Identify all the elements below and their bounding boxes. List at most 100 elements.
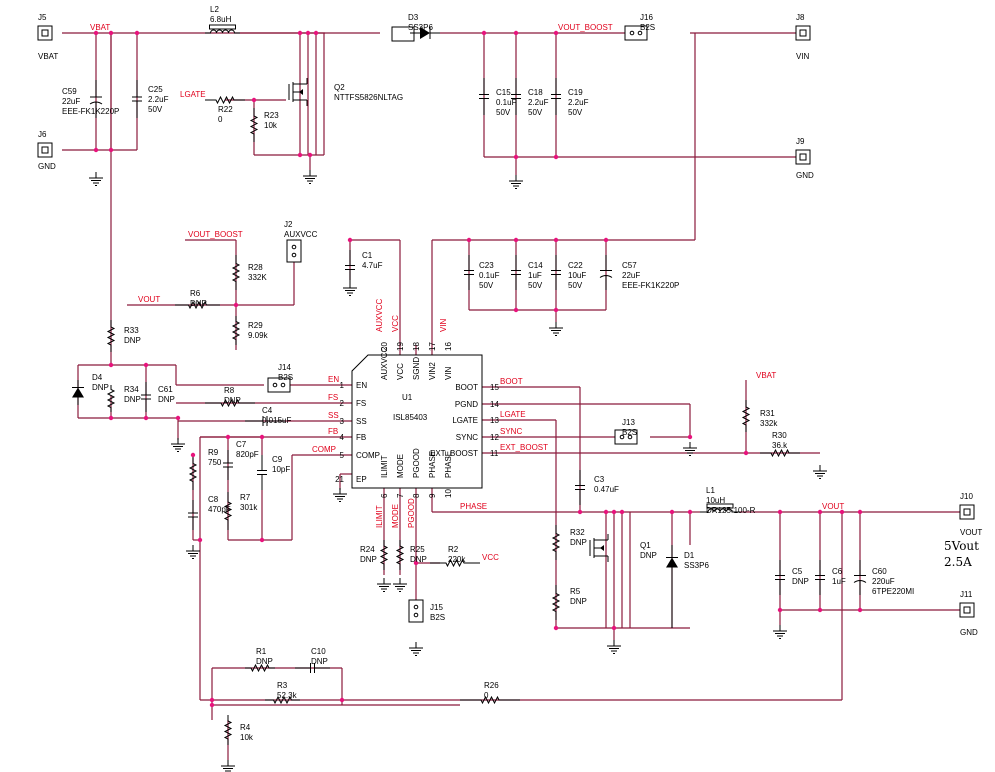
component-extra: 50V: [528, 281, 543, 290]
junction-dot: [93, 147, 99, 153]
ic-pin-number: 14: [490, 400, 499, 409]
junction-dot: [108, 30, 114, 36]
ground-symbol: [549, 322, 563, 336]
junction-dot: [669, 509, 675, 515]
mosfet-arrow: [600, 545, 604, 551]
capacitor-symbol: [141, 382, 151, 412]
ic-pin-number: 18: [412, 342, 421, 351]
component-value: 0.1uF: [479, 271, 500, 280]
ic-pin-name: LGATE: [452, 416, 478, 425]
component-extra: EEE-FK1K220P: [622, 281, 679, 290]
component-ref: R23: [264, 111, 279, 120]
ic-pin-name: SGND: [412, 357, 421, 380]
ground-symbol: [221, 760, 235, 772]
ic-pin-number: 9: [428, 493, 437, 498]
net-label: VBAT: [756, 371, 776, 380]
junction-dot: [553, 625, 559, 631]
ic-pin-number: 3: [340, 417, 345, 426]
inductor-symbol: [700, 508, 740, 513]
resistor-symbol: [188, 455, 198, 490]
ic-pin-name: AUXVCC: [380, 346, 389, 380]
component-ref: R33: [124, 326, 139, 335]
component-ref: C1: [362, 251, 373, 260]
component-ref: R22: [218, 105, 233, 114]
component-value: 820pF: [236, 450, 259, 459]
net-label: VOUT_BOOST: [188, 230, 243, 239]
inductor-core: [209, 24, 236, 30]
component-value: DNP: [92, 383, 109, 392]
ic-pin-number: 21: [335, 475, 344, 484]
junction-dot: [553, 154, 559, 160]
ic-pin-number: 5: [340, 451, 345, 460]
ground-symbol: [89, 172, 103, 186]
junction-dot: [93, 30, 99, 36]
component-ref: C4: [262, 406, 273, 415]
resistor-symbol: [175, 300, 220, 310]
junction-dot: [190, 452, 196, 458]
component-extra: 50V: [496, 108, 511, 117]
capacitor-symbol: [295, 663, 330, 673]
inductor-symbol: [205, 29, 240, 34]
component-value: 10pF: [272, 465, 290, 474]
junction-dot: [513, 237, 519, 243]
component-value: 750: [208, 458, 222, 467]
junction-dot: [777, 509, 783, 515]
component-value: 220k: [448, 555, 466, 564]
wires: [62, 32, 960, 760]
net-label: LGATE: [500, 410, 526, 419]
connector-symbol: [795, 149, 811, 165]
connector-ref: J9: [796, 137, 805, 146]
junction-dot: [108, 415, 114, 421]
connector-label: VOUT: [960, 528, 982, 537]
resistor-symbol: [430, 558, 480, 568]
component-value: 22uF: [622, 271, 640, 280]
component-value: DNP: [640, 551, 657, 560]
component-value: DNP: [124, 395, 141, 404]
component-ref: D1: [684, 551, 695, 560]
connector-symbol: [37, 25, 53, 41]
component-ref: Q1: [640, 541, 651, 550]
component-value: DNP: [570, 597, 587, 606]
capacitor-symbol: [223, 450, 233, 480]
ic-pin-number: 11: [490, 449, 499, 458]
ground-symbol: [377, 578, 391, 592]
junction-dot: [603, 237, 609, 243]
component-value: 0: [218, 115, 223, 124]
resistor-symbol: [205, 398, 255, 408]
net-label: PGOOD: [407, 498, 416, 528]
junction-dot: [143, 362, 149, 368]
connector-label: VBAT: [38, 52, 58, 61]
diode-symbol: [666, 557, 678, 568]
capacitor-symbol: [551, 78, 561, 115]
capacitor-symbol: [345, 250, 355, 285]
component-value: 0.1uF: [496, 98, 517, 107]
net-label: MODE: [391, 504, 400, 528]
component-ref: C5: [792, 567, 803, 576]
junction-dot: [553, 30, 559, 36]
net-label: LGATE: [180, 90, 206, 99]
ic-pin-name: BOOT: [455, 383, 478, 392]
net-label: ILIMIT: [375, 505, 384, 528]
resistor-symbol: [106, 320, 116, 352]
ic-pin-number: 1: [340, 381, 345, 390]
resistor-symbol: [223, 715, 233, 745]
component-ref: R30: [772, 431, 787, 440]
junction-dot: [197, 537, 203, 543]
ground-symbol: [607, 640, 621, 654]
component-ref: C8: [208, 495, 219, 504]
component-extra: 50V: [568, 281, 583, 290]
ic-pin-name: VIN2: [428, 362, 437, 380]
net-label: VOUT: [138, 295, 160, 304]
component-ref: R1: [256, 647, 267, 656]
ground-symbol: [303, 170, 317, 184]
component-value: 10k: [240, 733, 254, 742]
component-value: 6.8uH: [210, 15, 232, 24]
ic-pin-name: PHASE: [444, 451, 453, 478]
component-ref: R28: [248, 263, 263, 272]
junction-dot: [513, 307, 519, 313]
component-ref: L2: [210, 5, 219, 14]
net-label: FS: [328, 393, 338, 402]
capacitor-symbol: [479, 78, 489, 115]
jumper-value: B2S: [640, 23, 655, 32]
capacitor-symbol: [188, 500, 198, 530]
